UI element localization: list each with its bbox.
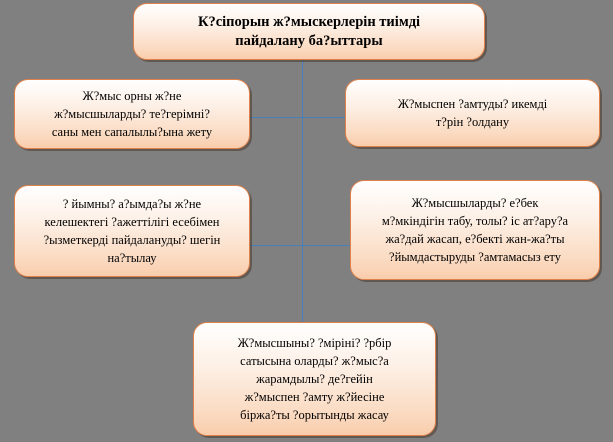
connector-trunk-middle [302, 118, 303, 246]
diagram-node-bottom: Ж?мысшыны? ?міріні? ?рбір сатысына олард… [193, 322, 436, 436]
connector-branch-left-2 [250, 245, 302, 246]
diagram-node-right-1: Ж?мыспен ?амтуды? икемді т?рін ?олдану [345, 79, 600, 147]
diagram-node-title: К?сіпорын ж?мыскерлерін тиімді пайдалану… [133, 3, 485, 60]
diagram-node-left-1: Ж?мыс орны ж?не ж?мысшыларды? те?герімні… [14, 79, 250, 149]
diagram-node-left-2-label: ? йымны? а?ымда?ы ж?не келешектегі ?ажет… [43, 197, 221, 265]
connector-trunk-upper [302, 60, 303, 118]
diagram-node-right-2-label: Ж?мысшыларды? е?бек м?мкіндігін табу, то… [381, 196, 569, 264]
connector-branch-right-1 [302, 117, 346, 118]
diagram-node-right-2: Ж?мысшыларды? е?бек м?мкіндігін табу, то… [350, 180, 600, 280]
diagram-node-left-1-label: Ж?мыс орны ж?не ж?мысшыларды? те?герімні… [51, 89, 213, 139]
diagram-node-bottom-label: Ж?мысшыны? ?міріні? ?рбір сатысына олард… [237, 336, 392, 422]
connector-branch-left-1 [250, 117, 302, 118]
diagram-node-left-2: ? йымны? а?ымда?ы ж?не келешектегі ?ажет… [14, 185, 250, 277]
diagram-node-title-label: К?сіпорын ж?мыскерлерін тиімді пайдалану… [197, 13, 421, 49]
diagram-node-right-1-label: Ж?мыспен ?амтуды? икемді т?рін ?олдану [397, 97, 548, 129]
connector-branch-right-2 [302, 245, 351, 246]
connector-trunk-lower [302, 246, 303, 322]
